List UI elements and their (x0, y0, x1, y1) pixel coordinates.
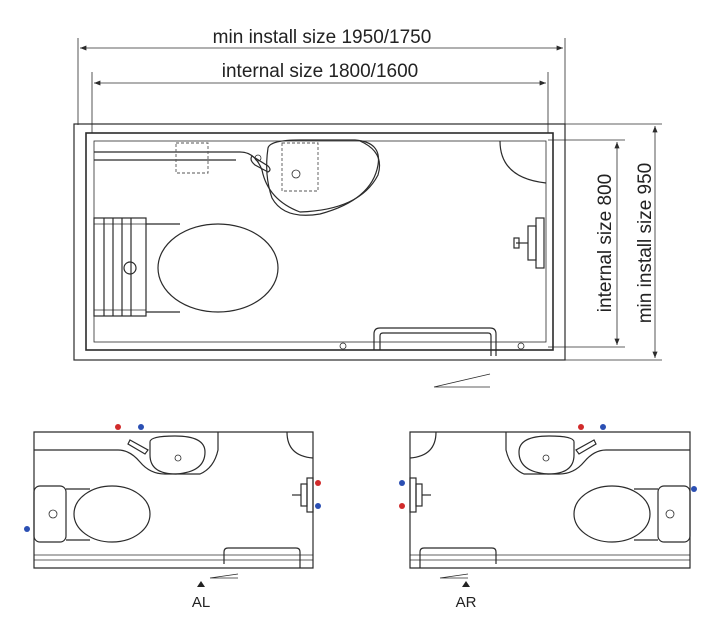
ar-vanity (505, 432, 690, 475)
al-waste-pipe (24, 526, 30, 532)
ar-toilet (573, 485, 651, 543)
al-vanity (34, 432, 219, 475)
al-faucet-icon (127, 439, 149, 455)
ar-hot-pipe (578, 424, 584, 430)
ar-outline (409, 431, 691, 569)
al-basin (149, 435, 206, 475)
ar-shower-valve-icon (409, 477, 431, 513)
al-hot-pipe (115, 424, 121, 430)
variant-al-plan: AL (24, 424, 321, 611)
ar-waste-pipe (691, 486, 697, 492)
al-grab-rail (223, 547, 301, 568)
ar-basin (518, 435, 575, 475)
al-arrow-icon (197, 581, 205, 587)
dimension-internal-vertical: internal size 800 (548, 139, 625, 348)
ar-hot-valve (399, 503, 405, 509)
dim-label-internal-800: internal size 800 (595, 174, 616, 312)
shower-corner-seat (499, 140, 547, 184)
dim-label-min-install-950: min install size 950 (635, 163, 656, 324)
main-plan-view (73, 123, 566, 388)
basin-drain (291, 169, 301, 179)
mirror-cabinet-outline (175, 142, 209, 174)
al-shower-corner (286, 431, 314, 459)
al-seat (33, 485, 67, 543)
al-toilet (73, 485, 151, 543)
inner-wall (85, 132, 554, 351)
shower-valve-icon (513, 217, 545, 269)
al-hot-valve (315, 480, 321, 486)
variant-ar-plan: AR (399, 424, 697, 611)
dimension-min-install-vertical: min install size 950 (565, 123, 662, 361)
al-cold-valve (315, 503, 321, 509)
al-cold-pipe (138, 424, 144, 430)
ar-seat (657, 485, 691, 543)
al-label: AL (192, 594, 210, 611)
vanity-counter (94, 140, 381, 213)
basin-outline-dashed (281, 142, 319, 192)
folding-seat (93, 217, 147, 317)
al-shower-valve-icon (292, 477, 314, 513)
ar-shower-corner (409, 431, 437, 459)
grab-rail (373, 327, 497, 356)
ar-cold-pipe (600, 424, 606, 430)
ar-grab-rail (419, 547, 497, 568)
door-indicator (433, 373, 491, 388)
dim-label-min-install-1950: min install size 1950/1750 (213, 27, 432, 48)
ar-label: AR (456, 594, 477, 611)
dimension-internal-horizontal: internal size 1800/1600 (91, 61, 549, 133)
ar-cold-valve (399, 480, 405, 486)
dimension-min-install-horizontal: min install size 1950/1750 (77, 27, 566, 125)
faucet-icon (250, 155, 271, 173)
outer-wall (73, 123, 566, 361)
ar-faucet-icon (575, 439, 597, 455)
dim-label-internal-1800: internal size 1800/1600 (222, 61, 418, 82)
toilet-bowl (157, 223, 279, 313)
basin-bowl (266, 139, 380, 216)
ar-arrow-icon (462, 581, 470, 587)
